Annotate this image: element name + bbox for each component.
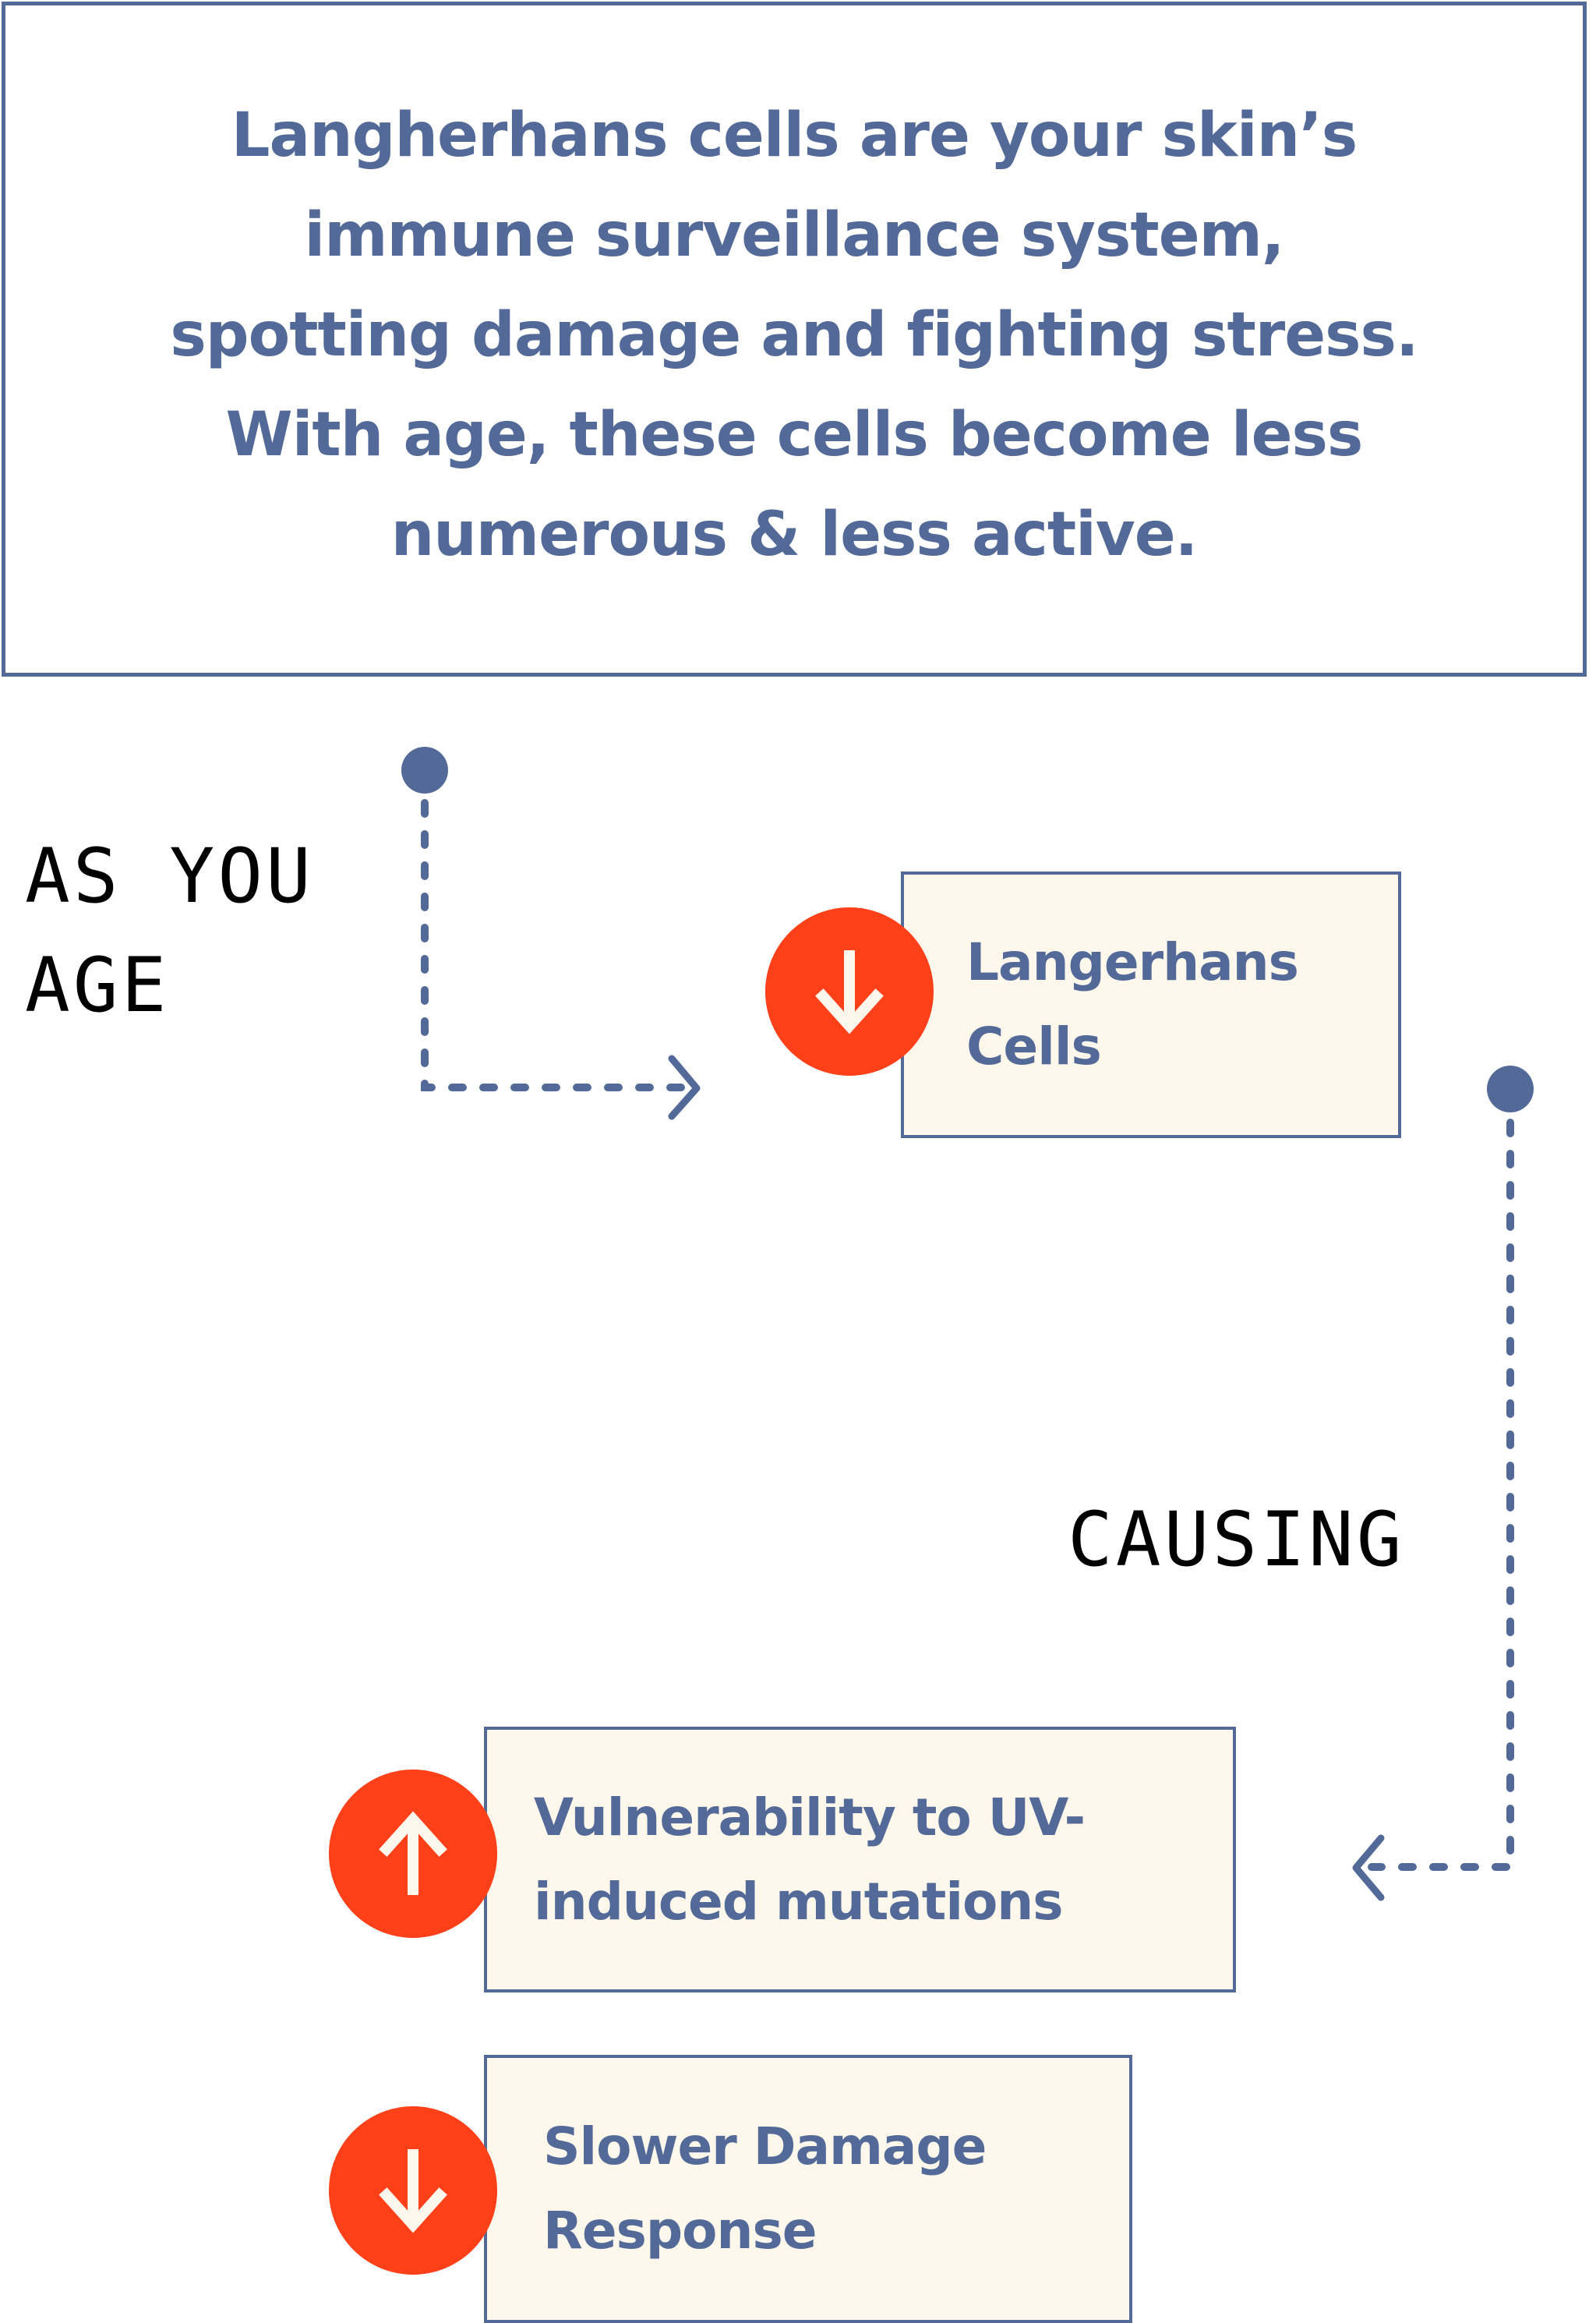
as-you-age-label: AS YOU AGE — [25, 822, 314, 1040]
intro-line: Langherhans cells are your skin’s — [231, 101, 1358, 171]
card-line: Langerhans — [966, 932, 1299, 992]
intro-text: Langherhans cells are your skin’s immune… — [170, 86, 1418, 585]
as-you-age-line: AGE — [25, 942, 170, 1029]
intro-line: spotting damage and fighting stress. — [170, 300, 1418, 370]
connector-age-to-cells — [401, 747, 701, 1120]
intro-line: With age, these cells become less — [225, 400, 1364, 470]
intro-line: numerous & less active. — [390, 500, 1199, 570]
dashed-line — [421, 799, 686, 1091]
arrow-up-icon — [379, 1811, 447, 1895]
causing-label: CAUSING — [1068, 1496, 1405, 1583]
as-you-age-line: AS YOU — [25, 833, 314, 920]
card-line: induced mutations — [534, 1871, 1064, 1932]
card-line: Slower Damage — [543, 2116, 987, 2176]
intro-box: Langherhans cells are your skin’s immune… — [2, 2, 1587, 677]
card-slower-damage-response: Slower Damage Response — [484, 2055, 1132, 2323]
dashed-line — [1368, 1119, 1514, 1871]
decrease-badge — [765, 907, 934, 1076]
card-line: Cells — [966, 1017, 1102, 1077]
card-uv-vulnerability: Vulnerability to UV- induced mutations — [484, 1727, 1236, 1992]
decrease-badge — [329, 2106, 497, 2275]
increase-badge — [329, 1770, 497, 1938]
arrow-down-icon — [815, 950, 884, 1034]
connector-start-dot — [1487, 1066, 1534, 1112]
card-line: Response — [543, 2201, 817, 2261]
chevron-left-icon — [1352, 1834, 1385, 1901]
chevron-right-icon — [668, 1055, 701, 1120]
arrow-down-icon — [379, 2149, 447, 2233]
intro-line: immune surveillance system, — [304, 200, 1284, 270]
connector-cells-to-effects — [1352, 1066, 1534, 1901]
connector-start-dot — [401, 747, 448, 794]
card-line: Vulnerability to UV- — [534, 1787, 1086, 1847]
card-langerhans-cells: Langerhans Cells — [901, 872, 1401, 1138]
